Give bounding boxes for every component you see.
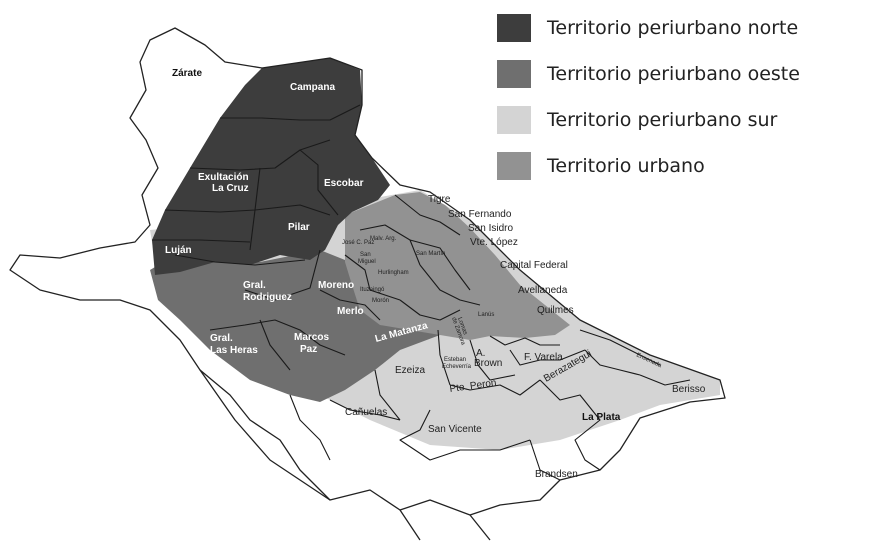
label-exaltacion-2: La Cruz	[212, 183, 249, 194]
label-marcos-paz-2: Paz	[300, 344, 317, 355]
label-a-brown-1: A.	[476, 348, 485, 359]
legend-swatch-sur	[497, 106, 531, 134]
legend-swatch-urbano	[497, 152, 531, 180]
outer-border	[9, 27, 726, 516]
label-moreno: Moreno	[318, 280, 354, 291]
label-berisso: Berisso	[672, 384, 706, 395]
label-avellaneda: Avellaneda	[518, 285, 568, 296]
label-f-varela: F. Varela	[524, 352, 563, 363]
legend-swatch-norte	[497, 14, 531, 42]
label-ezeiza: Ezeiza	[395, 365, 425, 376]
label-lomas-1: Lomas	[456, 317, 468, 336]
label-exaltacion-1: Exultación	[198, 172, 249, 183]
label-canuelas: Cañuelas	[345, 407, 387, 418]
label-quilmes: Quilmes	[537, 305, 574, 316]
label-lujan: Luján	[165, 245, 192, 256]
label-san-fernando: San Fernando	[448, 209, 512, 220]
legend-label-sur: Territorio periurbano sur	[547, 109, 778, 131]
label-gral-rodriguez-1: Gral.	[243, 280, 266, 291]
label-vte-lopez: Vte. López	[470, 237, 518, 248]
label-echeverria-2: Echeverría	[442, 364, 472, 370]
label-merlo: Merlo	[337, 306, 364, 317]
legend-item-norte: Territorio periurbano norte	[497, 14, 877, 42]
label-gral-las-heras-1: Gral.	[210, 333, 233, 344]
label-san-martin: San Martín	[416, 251, 445, 257]
label-pilar: Pilar	[288, 222, 310, 233]
region-norte	[152, 58, 390, 275]
label-escobar: Escobar	[324, 178, 364, 189]
label-hurlingham: Hurlingham	[378, 270, 409, 276]
legend-label-oeste: Territorio periurbano oeste	[547, 63, 800, 85]
label-jose-c-paz: José C. Paz	[342, 240, 374, 246]
label-capital-federal: Capital Federal	[500, 260, 568, 271]
legend-label-norte: Territorio periurbano norte	[547, 17, 799, 39]
municipal-boundaries	[152, 104, 691, 481]
label-tigre: Tigre	[428, 194, 451, 205]
label-la-plata: La Plata	[582, 412, 621, 423]
legend-swatch-oeste	[497, 60, 531, 88]
legend-item-sur: Territorio periurbano sur	[497, 106, 877, 134]
label-gral-las-heras-2: Las Heras	[210, 345, 258, 356]
southern-border	[199, 369, 491, 541]
label-san-miguel-2: Miguel	[358, 259, 376, 265]
legend-item-oeste: Territorio periurbano oeste	[497, 60, 877, 88]
label-a-brown-2: Brown	[474, 358, 502, 369]
label-moron: Morón	[372, 298, 389, 304]
label-echeverria-1: Esteban	[444, 357, 466, 363]
label-lanus: Lanús	[478, 312, 494, 318]
label-malvinas: Malv. Arg.	[370, 236, 397, 242]
label-gral-rodriguez-2: Rodriguez	[243, 292, 292, 303]
legend: Territorio periurbano norte Territorio p…	[497, 14, 877, 198]
region-urbano	[345, 192, 570, 340]
label-campana: Campana	[290, 82, 335, 93]
label-zarate: Zárate	[172, 68, 202, 79]
label-brandsen: Brandsen	[535, 469, 578, 480]
label-san-vicente: San Vicente	[428, 424, 482, 435]
label-san-miguel-1: San	[360, 252, 371, 258]
legend-label-urbano: Territorio urbano	[547, 155, 705, 177]
legend-item-urbano: Territorio urbano	[497, 152, 877, 180]
label-ituzaingo: Ituzaingó	[360, 287, 385, 293]
label-san-isidro: San Isidro	[468, 223, 513, 234]
label-marcos-paz-1: Marcos	[294, 332, 329, 343]
